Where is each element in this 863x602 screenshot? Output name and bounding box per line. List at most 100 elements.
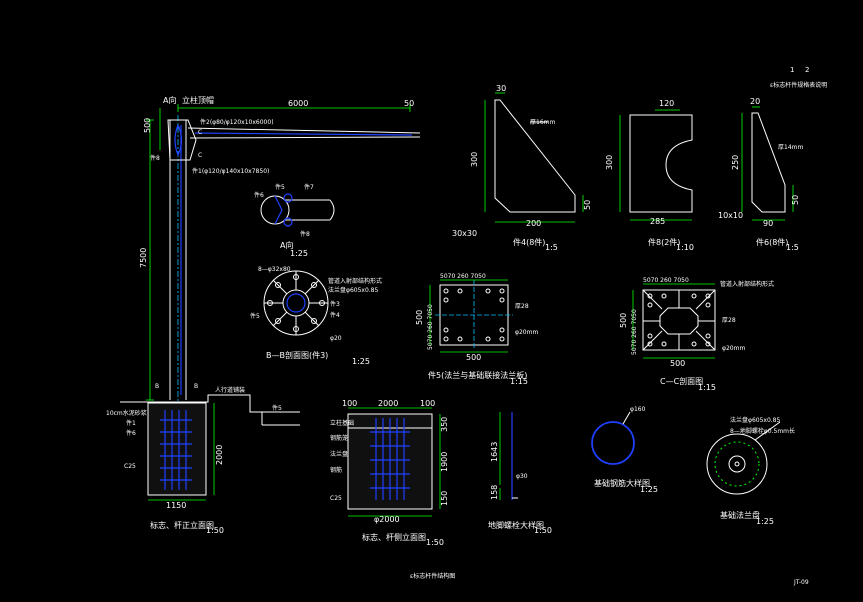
- label-part5-top: 件5: [272, 404, 282, 412]
- section-cc: 5070 260 7050 500 5070 260 7050 500 管道入射…: [619, 277, 774, 392]
- side-elevation: 100 2000 100 立柱基础 钢筋笼 法兰盘 钢筋 C25 350 190…: [330, 399, 449, 547]
- corner-note-text: ε标志杆件规格表说明: [770, 81, 827, 89]
- label-part2: 件2(φ80/φ120x10x6000): [200, 118, 274, 126]
- side-label-flange: 法兰盘: [330, 450, 348, 458]
- side-scale: 1:50: [426, 538, 444, 547]
- section-bb-part5: 件5: [250, 312, 260, 320]
- side-dim-150: 150: [440, 491, 449, 506]
- part6-title: 件6(8件): [756, 237, 788, 247]
- section-bb-scale: 1:25: [352, 357, 370, 366]
- label-section-b-left: B: [155, 383, 159, 390]
- section-bb-note2: 法兰盘φ605x0.85: [328, 286, 379, 294]
- view-a-scale: 1:25: [290, 249, 308, 258]
- drawing-title: ε标志杆件结构图: [410, 572, 455, 580]
- label-part6-base: 件6: [126, 429, 136, 437]
- view-a-title: A向: [280, 240, 293, 250]
- view-a-part7: 件7: [304, 183, 314, 191]
- part4-dim-height: 300: [470, 152, 479, 167]
- base-ring-title: 基础钢筋大样图: [594, 478, 650, 488]
- section-cc-dims-top: 5070 260 7050: [643, 277, 689, 284]
- part4-dim-width: 200: [526, 219, 541, 228]
- pole-elevation: A向 立柱顶帽 6000 50 500 7500 件2(φ80/φ120x10x…: [106, 95, 421, 535]
- label-section-c-bottom: C: [198, 152, 202, 159]
- side-dim-top: 2000: [378, 399, 398, 408]
- side-dim-bottom: φ2000: [374, 515, 400, 524]
- elevation-scale: 1:50: [206, 526, 224, 535]
- section-cc-dim-bottom: 500: [670, 359, 685, 368]
- side-dim-right-top: 100: [420, 399, 435, 408]
- section-cc-title: C—C剖面图: [660, 376, 703, 386]
- section-bb-phi20: φ20: [330, 335, 342, 342]
- base-flange-title: 基础法兰盘: [720, 510, 760, 520]
- dim-foundation-width: 1150: [166, 501, 186, 510]
- view-a-part8: 件8: [300, 230, 310, 238]
- part6-thickness: 厚14mm: [778, 144, 803, 151]
- dim-arm-length: 6000: [288, 99, 308, 108]
- part4-thickness: 厚16mm: [530, 119, 555, 126]
- part4-detail: 30 厚16mm 300 50 200 30x30 件4(8件) 1:5: [452, 84, 592, 252]
- corner-number-1: 1: [790, 66, 794, 74]
- section-bb: 8—φ32x80 管道入射部结构形式 法兰盘φ605x0.85 件3 件4 件5…: [250, 266, 382, 366]
- part5-hole-size: φ20mm: [515, 329, 538, 336]
- label-section-c-top: C: [198, 129, 202, 136]
- side-title: 标志、杆侧立面图: [362, 532, 426, 542]
- dim-pole-top: 500: [143, 118, 152, 133]
- part6-dim-right: 50: [791, 195, 800, 205]
- section-cc-dim-left: 500: [619, 313, 628, 328]
- side-label-concrete: C25: [330, 495, 342, 502]
- base-flange-note2: 8—地脚螺栓φ0.5mm长: [730, 427, 795, 435]
- base-flange-note1: 法兰盘φ605x0.85: [730, 416, 781, 424]
- section-cc-thickness: 厚28: [722, 317, 736, 324]
- section-bb-title: B—B剖面图(件3): [266, 350, 328, 360]
- base-ring-scale: 1:25: [640, 485, 658, 494]
- section-cc-note: 管道入射部结构形式: [720, 280, 774, 288]
- part5-dim-bottom: 500: [466, 353, 481, 362]
- part5-dim-left: 500: [415, 310, 424, 325]
- label-section-b-right: B: [194, 383, 198, 390]
- elevation-title: 标志、杆正立面图: [150, 520, 214, 530]
- section-cc-hole-size: φ20mm: [722, 345, 745, 352]
- part5-thickness: 厚28: [515, 303, 529, 310]
- corner-note: 1 2 ε标志杆件规格表说明: [770, 66, 827, 89]
- part8-title: 件8(2件): [648, 237, 680, 247]
- dim-pole-height: 7500: [139, 248, 148, 268]
- label-part8: 件8: [150, 154, 160, 162]
- sheet-number: JT-09: [793, 579, 809, 586]
- label-part1: 件1(φ120/φ140x10x7850): [192, 167, 269, 175]
- part8-scale: 1:10: [676, 243, 694, 252]
- side-label-rebar: 钢筋: [330, 466, 342, 474]
- side-label-foundation: 立柱基础: [330, 419, 354, 427]
- part5-title: 件5(法兰与基础联接法兰板): [428, 370, 527, 380]
- corner-number-2: 2: [805, 66, 809, 74]
- label-concrete-grade: C25: [124, 463, 136, 470]
- part5-dims-left: 5070 260 7050: [427, 304, 434, 350]
- label-part1-base: 件1: [126, 419, 136, 427]
- part4-dim-right: 50: [583, 200, 592, 210]
- view-a: 件6 件5 件7 件8 A向 1:25: [254, 183, 335, 258]
- dim-arm-tip: 50: [404, 99, 414, 108]
- part4-title: 件4(8件): [513, 237, 545, 247]
- anchor-dim-158: 158: [490, 485, 499, 500]
- base-ring-diameter: φ160: [630, 406, 646, 413]
- label-a-direction: A向: [163, 95, 176, 105]
- part5-dims-top: 5070 260 7050: [440, 273, 486, 280]
- anchor-bolt-detail: 1643 158 φ30 地脚螺栓大样图 1:50: [488, 412, 552, 535]
- label-pole-cap: 立柱顶帽: [182, 95, 214, 105]
- part4-scale: 1:5: [545, 243, 558, 252]
- part4-dim-chamfer: 30x30: [452, 229, 477, 238]
- part8-dim-height: 300: [605, 155, 614, 170]
- label-ground-finish: 人行道铺装: [215, 386, 245, 394]
- side-dim-1900: 1900: [440, 452, 449, 472]
- part5-scale: 1:15: [510, 377, 528, 386]
- section-bb-part3: 件3: [330, 300, 340, 308]
- base-ring-detail: φ160 基础钢筋大样图 1:25: [591, 406, 658, 494]
- part6-scale: 1:5: [786, 243, 799, 252]
- part4-dim-top: 30: [496, 84, 506, 93]
- part6-dim-top: 20: [750, 97, 760, 106]
- base-flange-detail: 法兰盘φ605x0.85 8—地脚螺栓φ0.5mm长 基础法兰盘 1:25: [706, 416, 795, 526]
- view-a-part6: 件6: [254, 191, 264, 199]
- side-dim-350: 350: [440, 417, 449, 432]
- section-bb-note1: 管道入射部结构形式: [328, 277, 382, 285]
- dim-foundation-depth: 2000: [215, 445, 224, 465]
